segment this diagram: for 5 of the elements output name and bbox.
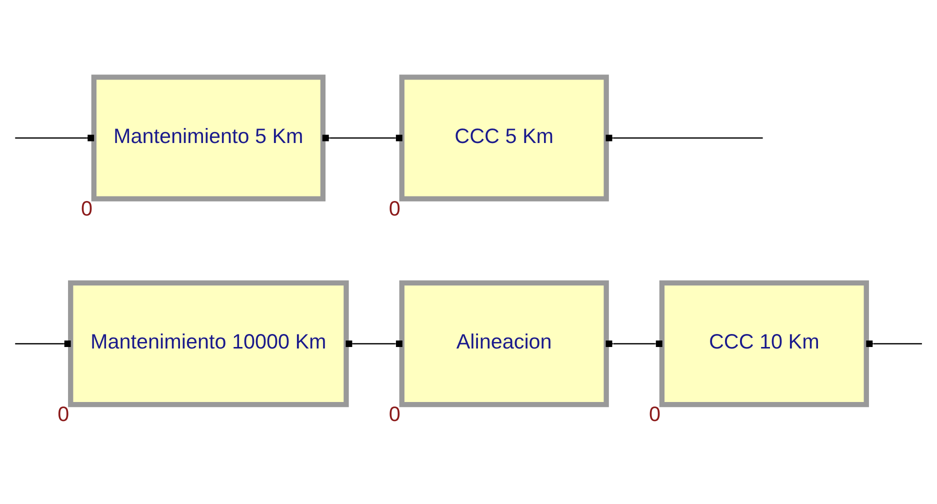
node-label: 0: [388, 402, 400, 426]
node-label: 0: [58, 402, 70, 426]
node-label: 0: [80, 196, 92, 220]
node-label: 0: [388, 196, 400, 220]
node-label: 0: [649, 402, 661, 426]
